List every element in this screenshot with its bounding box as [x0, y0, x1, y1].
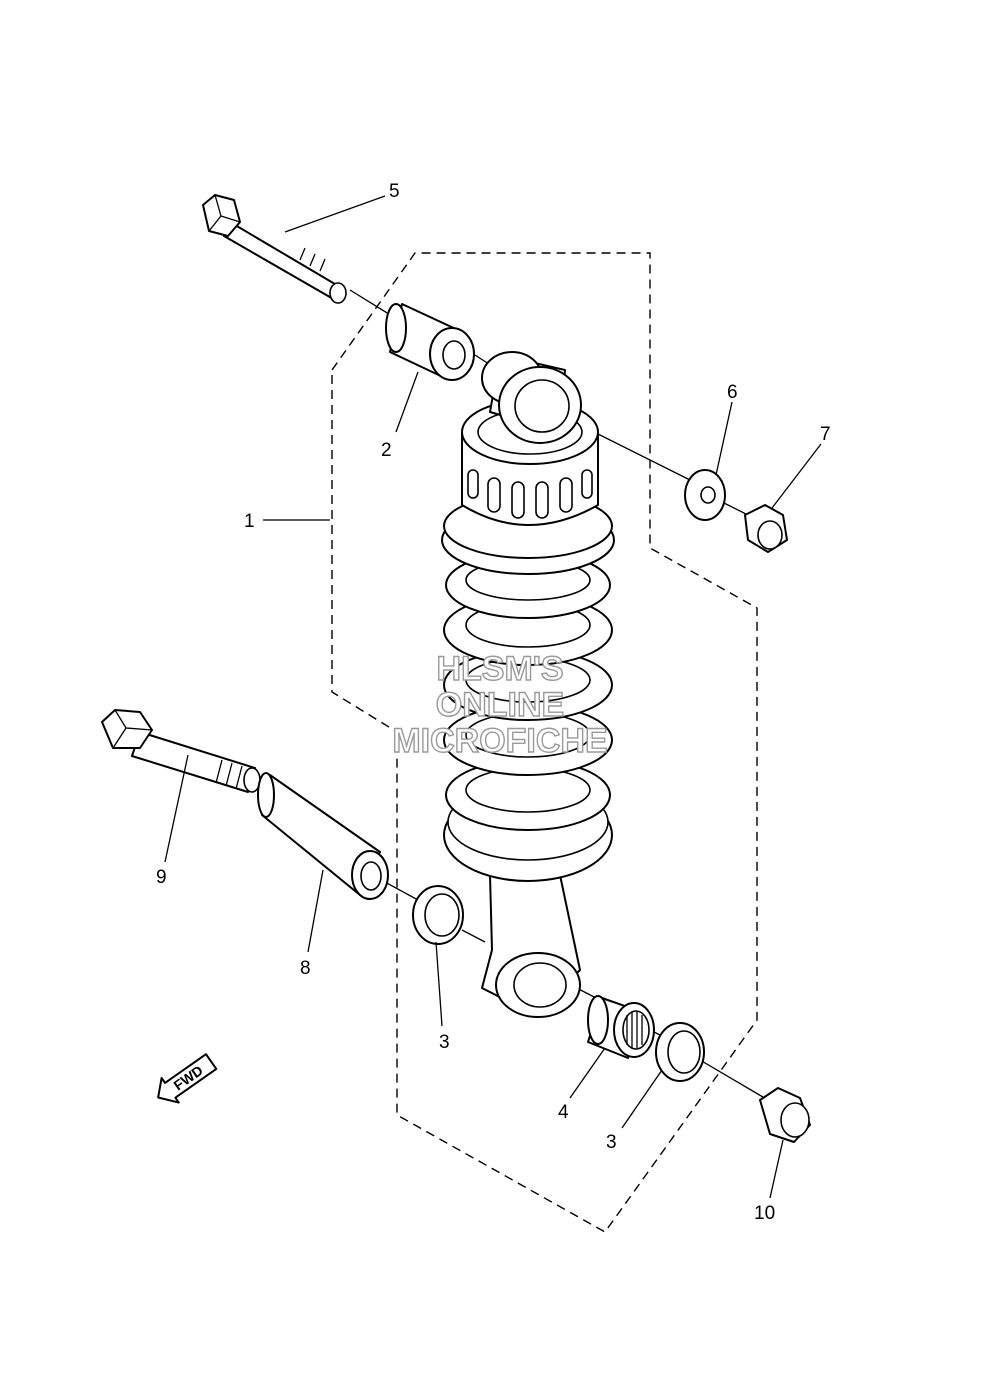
callout-6: 6 — [727, 382, 738, 403]
fwd-direction-badge: FWD — [157, 1053, 218, 1104]
callout-labels: 1 2 3 3 4 5 6 7 8 9 10 — [156, 181, 831, 1224]
callout-4: 4 — [558, 1102, 569, 1123]
callout-3-right: 3 — [606, 1132, 617, 1153]
spring-coils — [443, 551, 613, 831]
watermark-line-2: ONLINE — [436, 686, 564, 724]
assembly-boundary — [331, 252, 758, 1233]
watermark-line-3: MICROFICHE — [392, 722, 607, 760]
upper-nut[interactable] — [744, 504, 788, 553]
callout-10: 10 — [754, 1203, 775, 1224]
leader-lines — [164, 195, 822, 1199]
lower-nut[interactable] — [759, 1087, 811, 1143]
oil-seal-left[interactable] — [412, 885, 464, 945]
callout-2: 2 — [381, 440, 392, 461]
callout-1: 1 — [244, 511, 255, 532]
bearing[interactable] — [587, 995, 655, 1059]
callout-7: 7 — [820, 424, 831, 445]
callout-9: 9 — [156, 867, 167, 888]
upper-bolt[interactable] — [202, 194, 347, 304]
callout-5: 5 — [389, 181, 400, 202]
callout-3-left: 3 — [439, 1032, 450, 1053]
lower-collar[interactable] — [257, 772, 389, 900]
oil-seal-right[interactable] — [655, 1022, 705, 1082]
watermark-line-1: HLSM'S — [436, 650, 563, 688]
fwd-arrow-icon — [157, 1053, 218, 1104]
callout-8: 8 — [300, 958, 311, 979]
cap-slots — [467, 469, 593, 519]
upper-washer[interactable] — [684, 469, 726, 521]
upper-collar[interactable] — [385, 303, 475, 381]
watermark: HLSM'S ONLINE MICROFICHE — [392, 649, 609, 760]
shock-absorber[interactable] — [441, 351, 615, 1018]
lower-bolt[interactable] — [101, 709, 261, 793]
